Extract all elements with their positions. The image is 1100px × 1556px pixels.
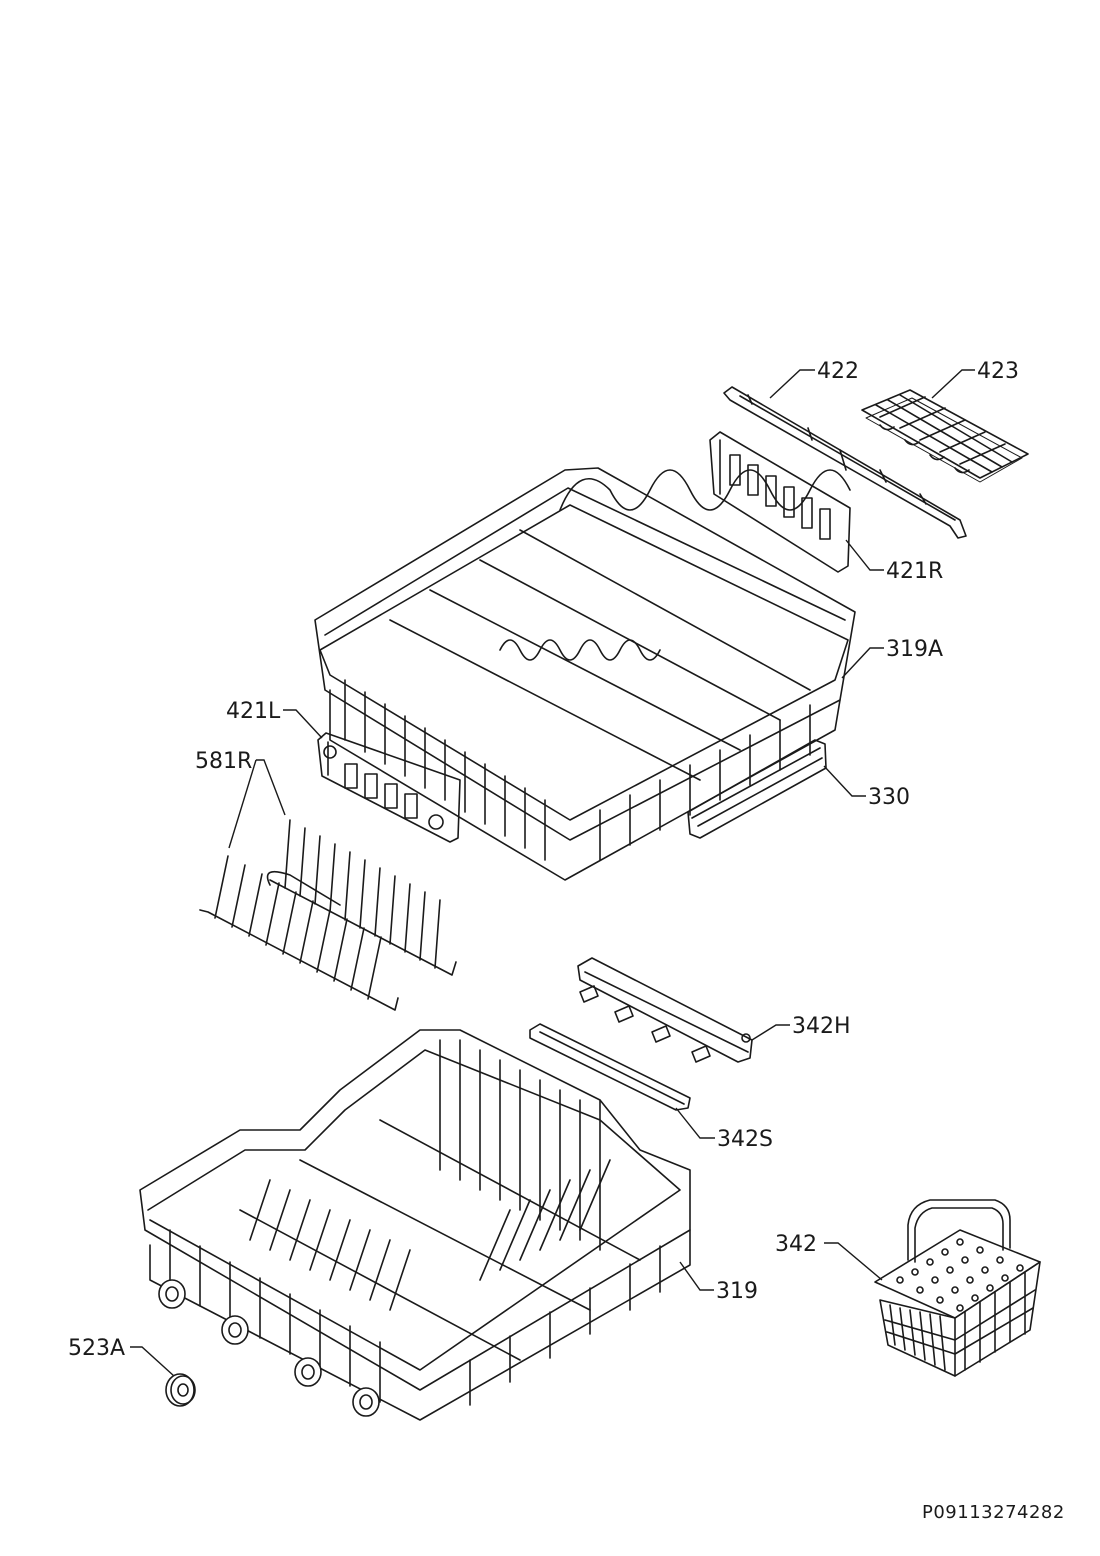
leader-422 [769,369,815,399]
callout-423: 423 [977,359,1019,384]
callout-422: 422 [817,359,859,384]
callout-342: 342 [775,1232,817,1257]
leader-319 [679,1261,714,1291]
leader-523A [130,1346,175,1377]
leader-342H [751,1024,790,1041]
leader-581R-b [256,759,286,816]
callout-421L: 421L [226,699,281,724]
leader-342S [675,1107,715,1139]
callout-319A: 319A [886,637,943,662]
part-422-rail [723,386,967,539]
document-code: P09113274282 [922,1502,1065,1523]
callout-342H: 342H [792,1014,851,1039]
part-421R-panel [709,431,851,573]
callout-330: 330 [868,785,910,810]
callout-523A: 523A [68,1336,125,1361]
part-421L-panel [317,732,461,843]
part-342S-strip [529,1023,691,1111]
leader-lines [130,369,975,1377]
part-581R-tine-rack [199,819,457,1011]
leader-330 [823,765,866,797]
leader-581R-a [228,759,257,849]
part-423-cup-shelf [861,389,1029,483]
leader-421R [845,539,884,571]
callout-342S: 342S [717,1127,773,1152]
callout-421R: 421R [886,559,943,584]
callout-581R: 581R [195,749,252,774]
leader-342 [824,1242,883,1281]
leader-423 [931,369,975,399]
part-342-cutlery-basket [874,1199,1041,1377]
part-523A-wheel [165,1373,196,1407]
part-319-lower-basket [139,1029,691,1421]
callout-labels: 422 423 421R 319A 421L 581R 330 342H 342… [68,359,1019,1361]
part-319A-upper-basket [314,467,856,881]
leader-421L [283,709,323,739]
part-342H-holder [577,957,753,1063]
callout-319: 319 [716,1279,758,1304]
part-330-strip [687,739,827,839]
leader-319A [841,647,884,679]
